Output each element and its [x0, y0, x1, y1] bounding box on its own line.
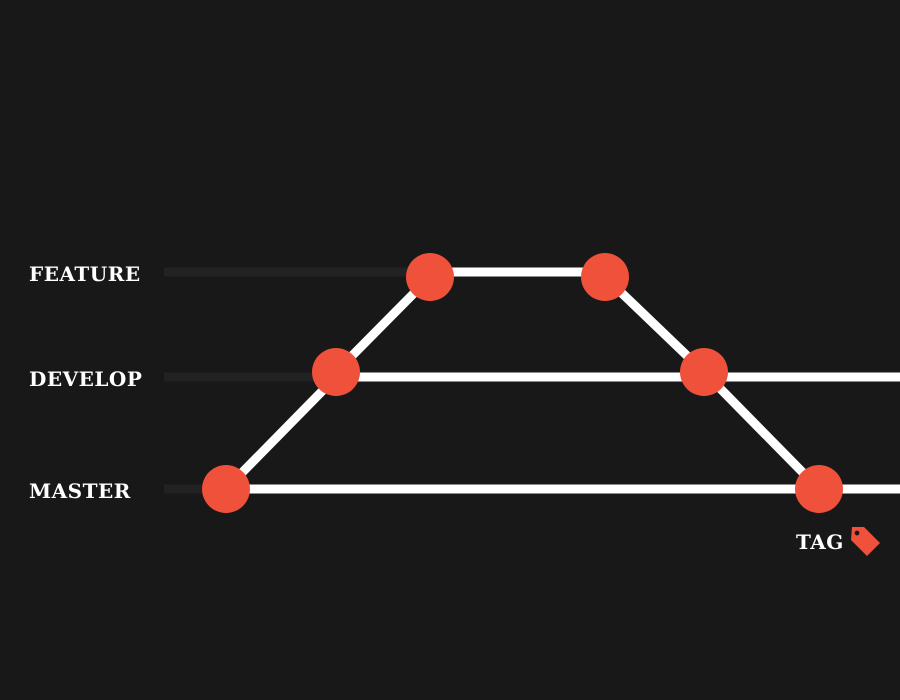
tag-icon	[851, 527, 880, 556]
commit-master-start	[202, 465, 250, 513]
connector-master-to-develop	[222, 373, 340, 493]
commit-develop-merge	[680, 348, 728, 396]
tag-label: TAG	[796, 530, 844, 554]
commit-feature-1	[406, 253, 454, 301]
commit-master-release	[795, 465, 843, 513]
branch-label-master: MASTER	[29, 479, 131, 503]
branch-label-feature: FEATURE	[29, 262, 141, 286]
branch-label-develop: DEVELOP	[29, 367, 142, 391]
commit-develop-start	[312, 348, 360, 396]
connector-develop-to-master	[700, 368, 823, 493]
commit-feature-2	[581, 253, 629, 301]
